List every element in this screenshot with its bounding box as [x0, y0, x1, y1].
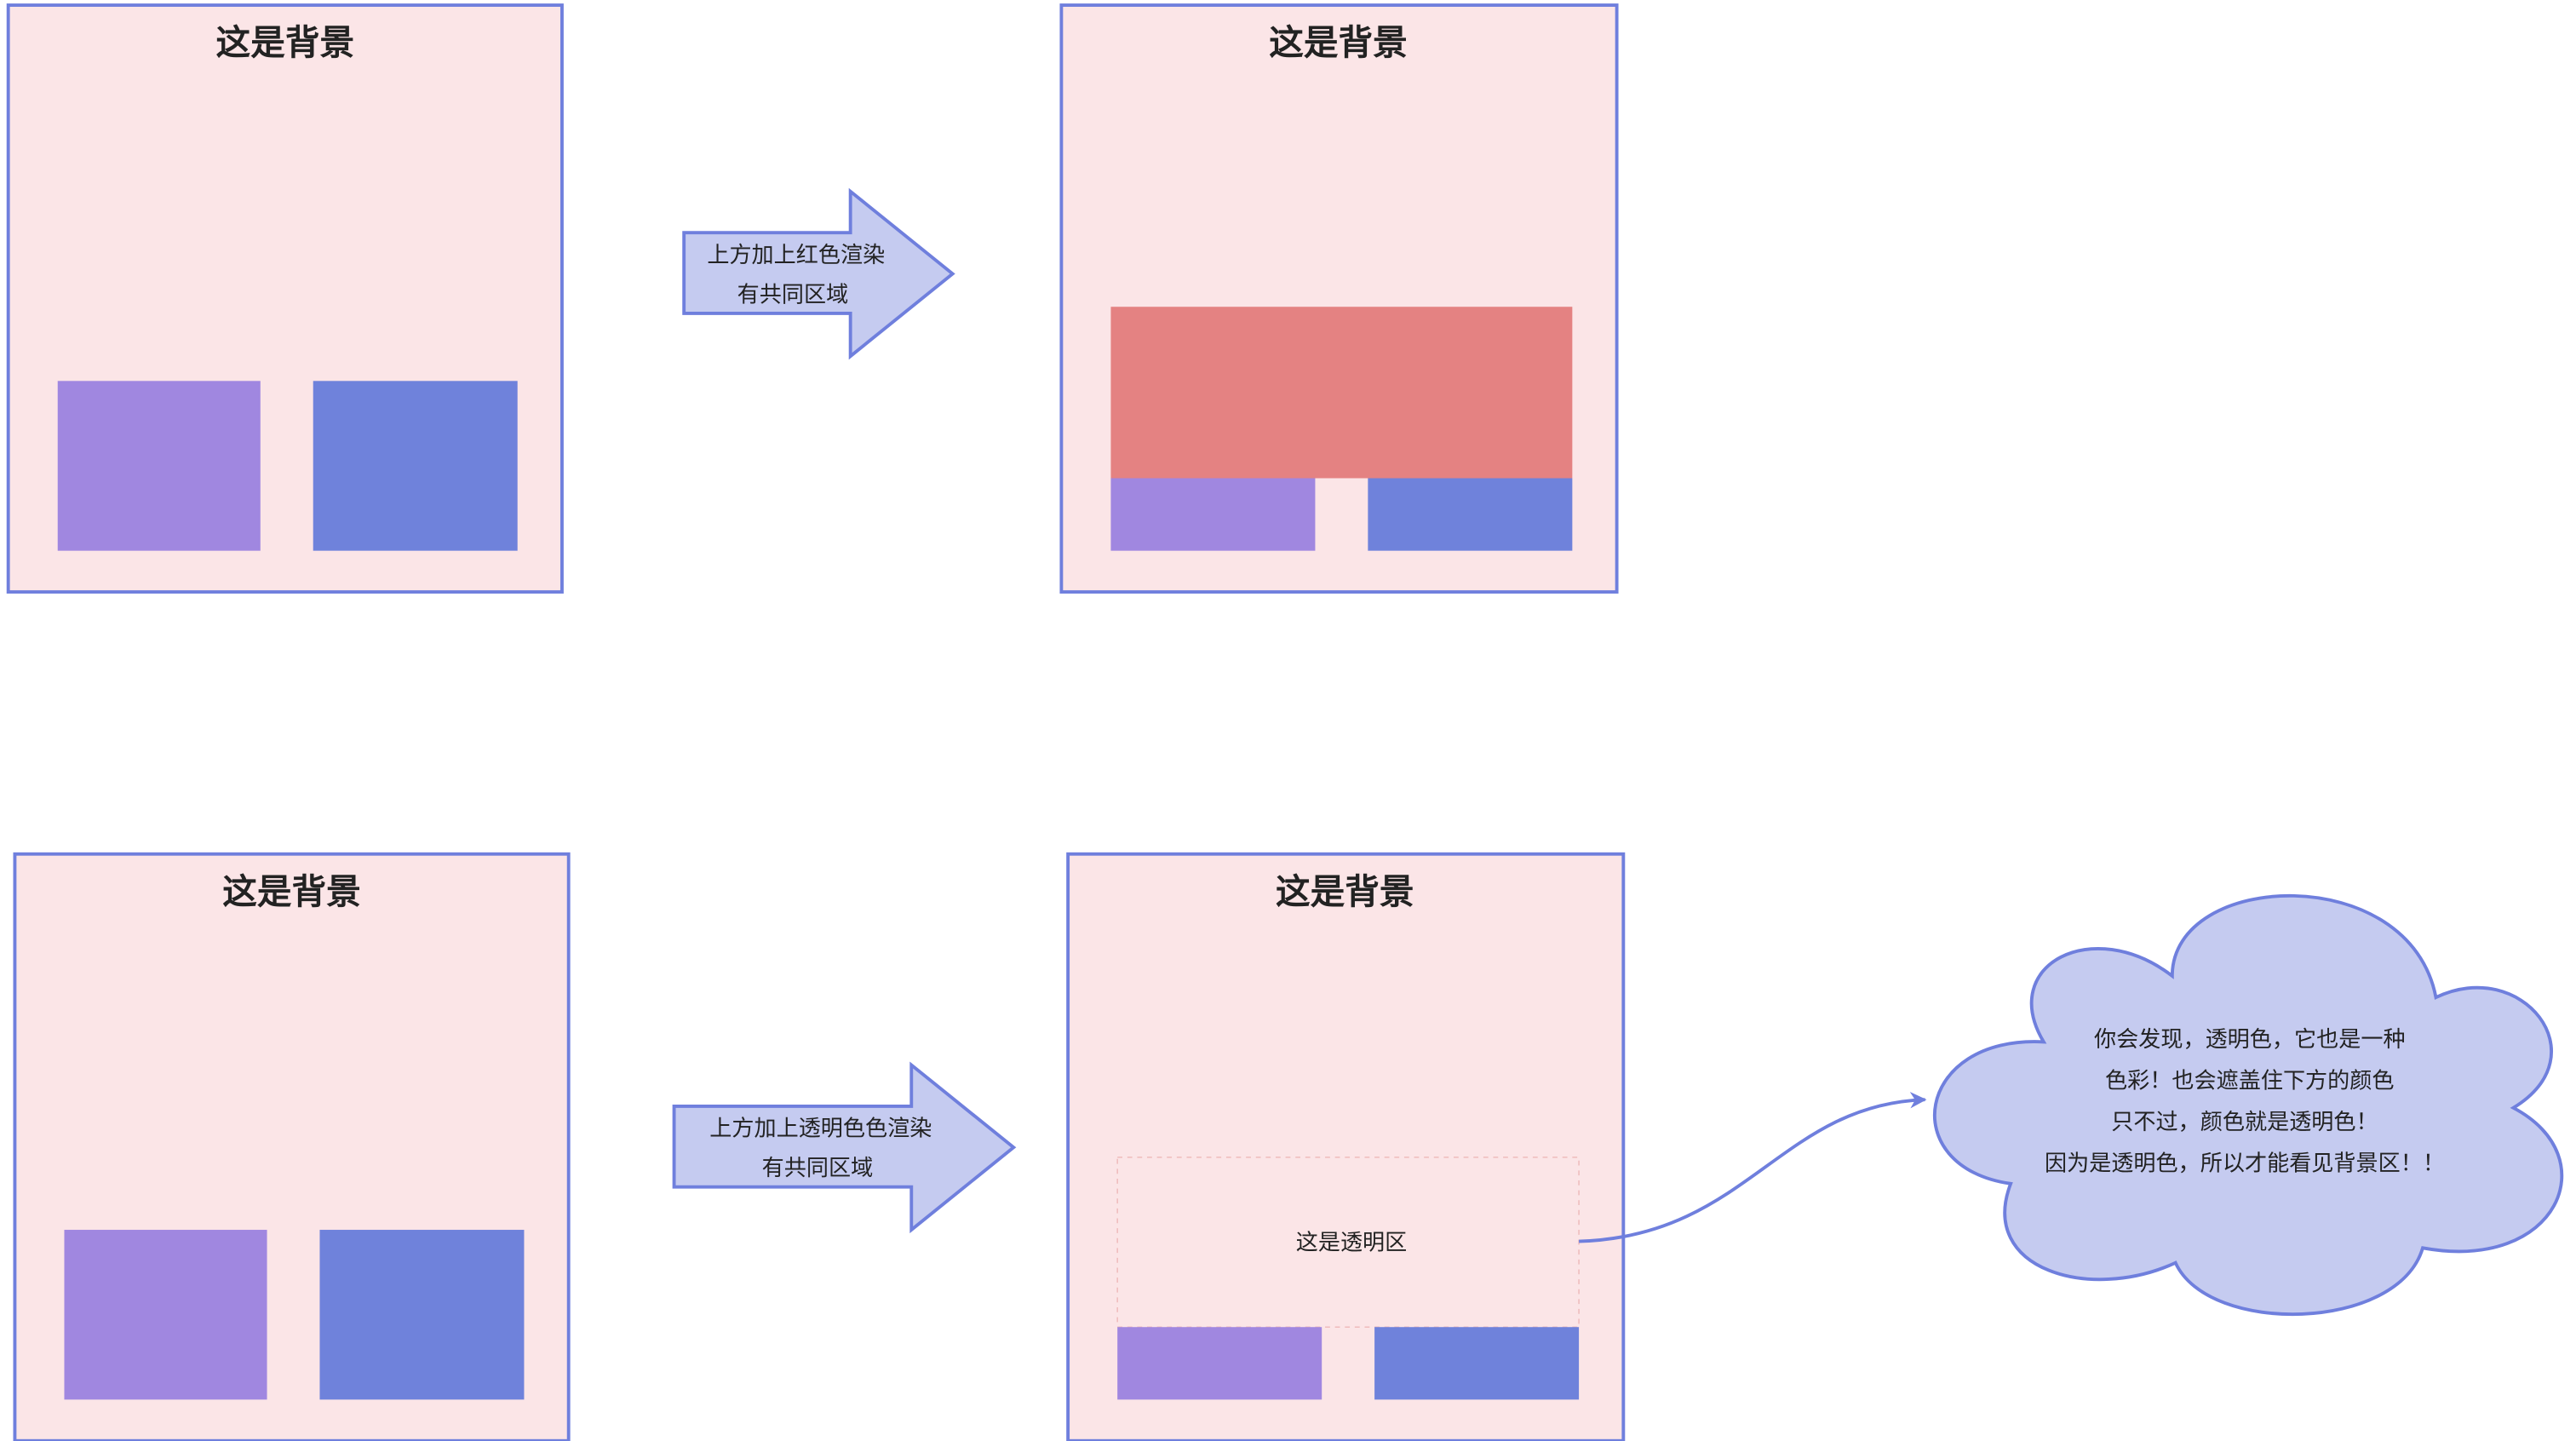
purple-block: [64, 1230, 267, 1400]
arrow-label-line: 上方加上透明色色渲染: [709, 1117, 932, 1142]
panel-original-top: 这是背景: [6, 3, 564, 594]
panel-title: 这是背景: [216, 22, 355, 63]
panel-title: 这是背景: [1276, 871, 1414, 912]
transparent-region: [1116, 1157, 1580, 1328]
block-arrow-shape: [682, 187, 955, 360]
cloud-text-line: 你会发现，透明色，它也是一种: [2094, 1027, 2406, 1053]
panel-original-bottom: 这是背景: [13, 852, 571, 1441]
arrow-label-line: 上方加上红色渲染: [707, 243, 885, 268]
purple-block: [1117, 1327, 1322, 1400]
transparent-region-label: 这是透明区: [1296, 1230, 1408, 1255]
cloud-text-line: 只不过，颜色就是透明色！: [2111, 1110, 2378, 1135]
cloud-text-line: 因为是透明色，所以才能看见背景区！！: [2045, 1151, 2445, 1176]
blue-block: [1368, 478, 1573, 551]
blue-block: [319, 1230, 525, 1400]
panel-red-overlay: 这是背景: [1059, 3, 1619, 594]
purple-block: [1110, 478, 1316, 551]
blue-block: [1374, 1327, 1580, 1400]
arrow-transparent-render: 上方加上透明色色渲染 有共同区域: [672, 1061, 1017, 1234]
cloud-shape: [1932, 893, 2564, 1317]
blue-block: [313, 381, 518, 551]
panel-transparent-overlay: 这是背景 这是透明区: [1066, 852, 1626, 1441]
arrow-red-render: 上方加上红色渲染 有共同区域: [682, 187, 955, 360]
block-arrow-shape: [672, 1061, 1017, 1234]
cloud-text-line: 色彩！也会遮盖住下方的颜色: [2105, 1069, 2394, 1094]
red-block: [1110, 307, 1573, 479]
purple-block: [57, 381, 261, 551]
arrow-label-line: 有共同区域: [762, 1156, 874, 1181]
panel-title: 这是背景: [1269, 22, 1408, 63]
cloud-callout: 你会发现，透明色，它也是一种 色彩！也会遮盖住下方的颜色 只不过，颜色就是透明色…: [1932, 893, 2564, 1317]
panel-title: 这是背景: [222, 871, 361, 912]
connector-arrow: [1579, 1092, 1927, 1243]
arrow-label-line: 有共同区域: [737, 282, 849, 307]
